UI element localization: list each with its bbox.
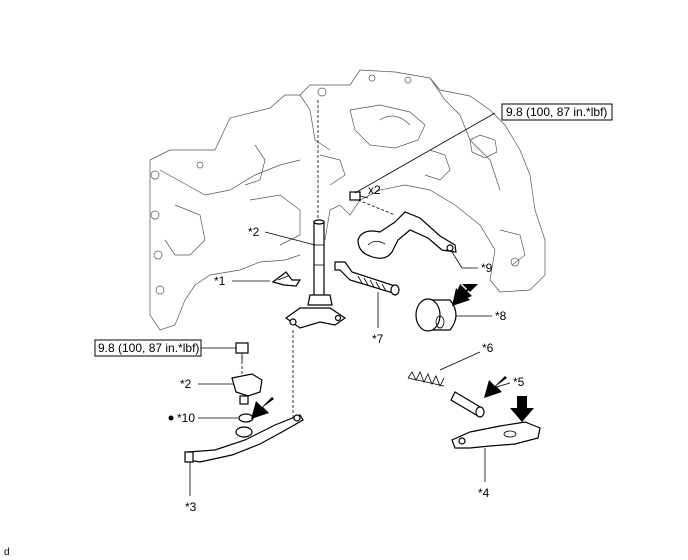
torque-spec-top-text: 9.8 (100, 87 in.*lbf) [506,105,607,119]
detent-spring [407,371,445,387]
label-p10: *10 [177,411,195,425]
pivot-pin [450,391,485,418]
assembly-line-bolt [357,199,396,216]
spring-clip [271,271,302,287]
bracket-bolt [349,191,369,201]
label-p1: *1 [214,274,226,288]
label-p2-bolt: *2 [180,377,192,391]
leader-p5 [485,382,511,391]
torque-spec-top: 9.8 (100, 87 in.*lbf) [501,103,613,121]
leader-p9 [451,251,478,269]
label-p7: *7 [372,332,384,346]
new-part-dot-icon [168,415,174,421]
manual-shaft [284,219,347,329]
label-p6: *6 [482,341,494,355]
parking-lock-rod [334,261,400,296]
transmission-case-outline [149,69,546,331]
arrow-icon [452,285,473,306]
lever-bolt-part [235,342,249,362]
label-p5: *5 [513,375,525,389]
arrow-icon [510,396,534,422]
control-lever [184,414,304,463]
quantity-label: x2 [368,183,381,197]
torque-spec-left-text: 9.8 (100, 87 in.*lbf) [98,341,199,355]
label-p9: *9 [481,261,493,275]
leader-p2-shaft [264,231,316,246]
neutral-switch [231,373,263,405]
o-ring [238,413,254,423]
label-p4: *4 [478,486,490,500]
leader-p6 [439,351,481,371]
label-p3: *3 [185,500,197,514]
label-p8: *8 [495,309,507,323]
torque-spec-left: 9.8 (100, 87 in.*lbf) [94,339,202,357]
detent-lever [451,421,541,449]
parking-lock-roller [415,298,457,332]
corner-mark: d [4,547,10,558]
arrow-icon [251,397,274,419]
label-p2-shaft: *2 [248,225,260,239]
parking-lock-bracket [357,211,457,259]
leader-torque-top [354,112,496,194]
